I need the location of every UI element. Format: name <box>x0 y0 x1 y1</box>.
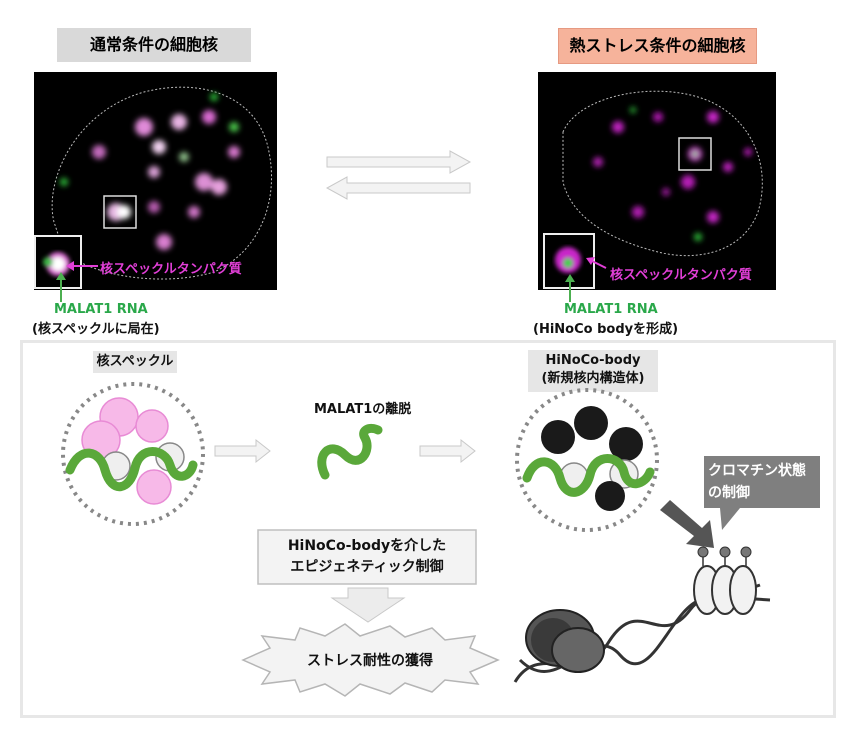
speckle-protein-label-left: 核スペックルタンパク質 <box>100 262 242 277</box>
malat1-release-label: MALAT1の離脱 <box>314 402 412 417</box>
left-annotation-arrows <box>56 261 98 302</box>
stress-nucleus-micrograph <box>538 72 776 290</box>
hinoco-label-line1: HiNoCo-body <box>545 353 641 368</box>
roi-box <box>103 195 137 229</box>
histone-mark <box>697 546 709 558</box>
hinoco-body-tag: HiNoCo-body (新規核内構造体) <box>528 350 658 392</box>
speckle-protein-label-right: 核スペックルタンパク質 <box>610 268 752 283</box>
nucleosome <box>551 627 605 673</box>
heat-stress-title: 熱ストレス条件の細胞核 <box>558 28 757 64</box>
malat1-sub-right: (HiNoCo bodyを形成) <box>533 322 679 337</box>
histone-mark <box>740 546 752 558</box>
normal-nucleus-image <box>34 86 273 289</box>
epigenetic-box <box>257 529 477 585</box>
reverse-arrow <box>325 176 471 200</box>
step-arrow-2 <box>419 438 476 464</box>
roi-box <box>678 137 712 171</box>
step-arrow-1 <box>214 438 271 464</box>
epigenetic-control-text: HiNoCo-bodyを介した エピジェネティック制御 <box>258 536 476 578</box>
malat1-label-left: MALAT1 RNA <box>54 302 148 317</box>
down-arrow <box>330 587 406 623</box>
stress-tolerance-burst <box>241 623 500 697</box>
malat1-label-right: MALAT1 RNA <box>564 302 658 317</box>
forward-arrow <box>326 150 472 174</box>
nuclear-speckle-tag: 核スペックル <box>93 351 177 373</box>
chromatin-line1: クロマチン状態 <box>708 463 806 479</box>
chromatin-control-text: クロマチン状態 の制御 <box>708 460 818 504</box>
modified-nucleosomes <box>693 546 757 615</box>
reversible-arrows <box>325 150 472 200</box>
epigenetic-line1: HiNoCo-bodyを介した <box>287 538 447 554</box>
nucleus-outline <box>562 90 763 257</box>
normal-nucleus-micrograph <box>34 72 277 290</box>
stress-tolerance-text: ストレス耐性の獲得 <box>307 653 433 669</box>
nuclear-speckle-diagram <box>61 382 205 526</box>
hinoco-body-diagram <box>515 388 659 532</box>
chromatin-callout <box>704 456 820 530</box>
released-malat1 <box>317 423 383 480</box>
regulation-arrow <box>660 500 714 548</box>
malat1-sub-left: (核スペックルに局在) <box>32 322 160 337</box>
hinoco-label-line2: (新規核内構造体) <box>541 371 645 386</box>
histone-mark <box>719 546 731 558</box>
epigenetic-line2: エピジェネティック制御 <box>290 559 444 575</box>
nucleus-outline <box>51 86 273 280</box>
right-annotation-arrows <box>565 257 607 302</box>
hinoco-malat1-strand <box>522 454 655 497</box>
normal-condition-title: 通常条件の細胞核 <box>57 28 251 62</box>
chromatin-line2: の制御 <box>708 485 750 501</box>
malat1-rna-strand <box>65 447 198 492</box>
